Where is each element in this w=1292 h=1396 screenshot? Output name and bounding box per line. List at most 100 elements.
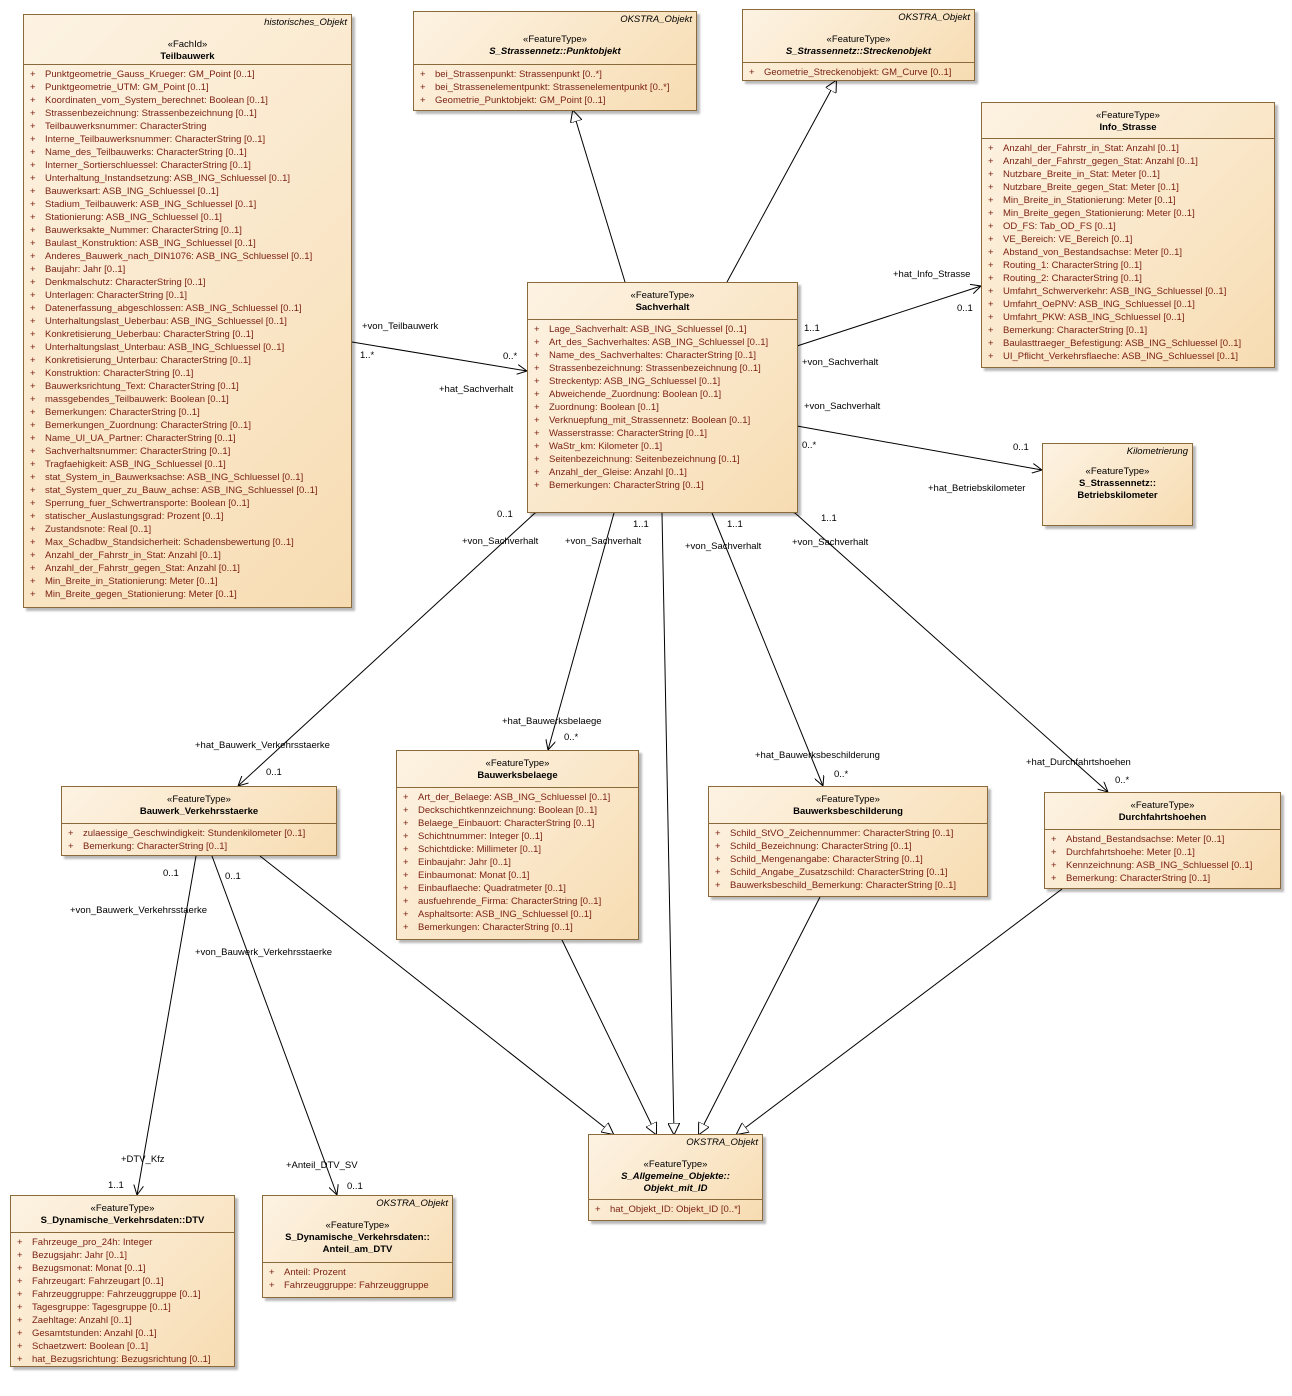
class-stereotype: «FeatureType»	[643, 1159, 708, 1170]
attribute-text: Schild_StVO_Zeichennummer: CharacterStri…	[730, 828, 954, 839]
class-name: Sachverhalt	[635, 302, 690, 313]
class-sachverhalt[interactable]: «FeatureType» Sachverhalt +Lage_Sachverh…	[527, 282, 798, 513]
visibility-marker: +	[988, 234, 994, 245]
class-bauwerksbelaege[interactable]: «FeatureType» Bauwerksbelaege +Art_der_B…	[396, 750, 639, 940]
class-anteil-am-dtv[interactable]: OKSTRA_Objekt «FeatureType» S_Dynamische…	[262, 1195, 453, 1298]
visibility-marker: +	[534, 454, 540, 465]
attribute-row: +Deckschichtkennzeichnung: Boolean [0..1…	[401, 804, 635, 817]
multiplicity-label: 0..1	[266, 767, 282, 778]
attribute-row: +Umfahrt_PKW: ASB_ING_Schluessel [0..1]	[986, 311, 1271, 324]
attribute-row: +Stationierung: ASB_ING_Schluessel [0..1…	[28, 211, 348, 224]
attribute-text: Wasserstrasse: CharacterString [0..1]	[549, 428, 708, 439]
class-name: S_Strassennetz::Streckenobjekt	[785, 46, 932, 57]
attribute-row: +Nutzbare_Breite_gegen_Stat: Meter [0..1…	[986, 181, 1271, 194]
class-betriebskilometer[interactable]: Kilometrierung «FeatureType» S_Strassenn…	[1042, 443, 1193, 526]
attribute-row: +UI_Pflicht_Verkehrsflaeche: ASB_ING_Sch…	[986, 350, 1271, 363]
attribute-text: Schild_Bezeichnung: CharacterString [0..…	[730, 841, 912, 852]
attribute-row: +Bauwerksakte_Nummer: CharacterString [0…	[28, 224, 348, 237]
attribute-row: +Abstand_von_Bestandsachse: Meter [0..1]	[986, 246, 1271, 259]
class-teilbauwerk[interactable]: historisches_Objekt «FachId» Teilbauwerk…	[23, 14, 352, 608]
role-label-von-sachverhalt: +von_Sachverhalt	[565, 536, 642, 547]
visibility-marker: +	[715, 880, 721, 891]
class-name: S_Strassennetz:: Betriebskilometer	[1077, 478, 1158, 501]
attribute-text: Baujahr: Jahr [0..1]	[45, 264, 126, 275]
visibility-marker: +	[30, 134, 36, 145]
attribute-text: Baulast_Konstruktion: ASB_ING_Schluessel…	[45, 238, 256, 249]
visibility-marker: +	[534, 376, 540, 387]
visibility-marker: +	[988, 286, 994, 297]
attribute-row: +Tragfaehigkeit: ASB_ING_Schluessel [0..…	[28, 458, 348, 471]
attribute-text: Seitenbezeichnung: Seitenbezeichnung [0.…	[549, 454, 740, 465]
attribute-row: +Unterhaltung_Instandsetzung: ASB_ING_Sc…	[28, 172, 348, 185]
attribute-row: +Schild_Mengenangabe: CharacterString [0…	[713, 853, 984, 866]
class-punktobjekt[interactable]: OKSTRA_Objekt «FeatureType» S_Strassenne…	[413, 11, 697, 111]
attribute-text: Bemerkung: CharacterString [0..1]	[1066, 873, 1211, 884]
role-label-anteil-dtv-sv: +Anteil_DTV_SV	[286, 1160, 358, 1171]
class-bauwerk-verkehrsstaerke[interactable]: «FeatureType» Bauwerk_Verkehrsstaerke +z…	[61, 786, 337, 856]
attribute-text: Bauwerksrichtung_Text: CharacterString […	[45, 381, 239, 392]
class-tag: Kilometrierung	[1126, 446, 1188, 457]
attribute-row: +Strassenbezeichnung: Strassenbezeichnun…	[28, 107, 348, 120]
visibility-marker: +	[1051, 834, 1057, 845]
attribute-row: +Anzahl_der_Gleise: Anzahl [0..1]	[532, 466, 794, 479]
attribute-text: bei_Strassenpunkt: Strassenpunkt [0..*]	[435, 69, 602, 80]
association-verkehrsstaerke-dtv	[137, 856, 196, 1195]
visibility-marker: +	[988, 156, 994, 167]
visibility-marker: +	[715, 841, 721, 852]
attribute-row: +Nutzbare_Breite_in_Stat: Meter [0..1]	[986, 168, 1271, 181]
visibility-marker: +	[30, 316, 36, 327]
attribute-text: Stadium_Teilbauwerk: ASB_ING_Schluessel …	[45, 199, 257, 210]
visibility-marker: +	[534, 363, 540, 374]
attribute-row: + Bezugsmonat: Monat [0..1]	[15, 1262, 231, 1275]
attribute-text: Tagesgruppe: Tagesgruppe [0..1]	[32, 1302, 171, 1313]
attribute-row: +Konkretisierung_Unterbau: CharacterStri…	[28, 354, 348, 367]
visibility-marker: +	[403, 870, 409, 881]
attribute-row: +Wasserstrasse: CharacterString [0..1]	[532, 427, 794, 440]
visibility-marker: +	[988, 182, 994, 193]
attribute-text: Anderes_Bauwerk_nach_DIN1076: ASB_ING_Sc…	[45, 251, 313, 262]
class-stereotype: «FeatureType»	[523, 34, 587, 45]
attribute-text: Abstand_Bestandsachse: Meter [0..1]	[1066, 834, 1225, 845]
attribute-text: Streckentyp: ASB_ING_Schluessel [0..1]	[549, 376, 721, 387]
attribute-list: +bei_Strassenpunkt: Strassenpunkt [0..*]…	[414, 65, 696, 110]
visibility-marker: +	[30, 563, 36, 574]
visibility-marker: +	[30, 251, 36, 262]
visibility-marker: +	[30, 121, 36, 132]
attribute-list: + Schild_StVO_Zeichennummer: CharacterStr…	[709, 824, 987, 895]
class-durchfahrtshoehen[interactable]: «FeatureType» Durchfahrtshoehen +Abstand…	[1044, 792, 1281, 889]
attribute-text: Min_Breite_gegen_Stationierung: Meter [0…	[45, 589, 237, 600]
attribute-text: Umfahrt_Schwerverkehr: ASB_ING_Schluesse…	[1003, 286, 1227, 297]
visibility-marker: +	[30, 589, 36, 600]
attribute-text: Interne_Teilbauwerksnummer: CharacterStr…	[45, 134, 266, 145]
class-objekt-mit-id[interactable]: OKSTRA_Objekt «FeatureType» S_Allgemeine…	[588, 1134, 763, 1221]
class-tag: OKSTRA_Objekt	[686, 1137, 758, 1148]
visibility-marker: +	[403, 857, 409, 868]
attribute-text: Baulasttraeger_Befestigung: ASB_ING_Schl…	[1003, 338, 1242, 349]
class-header: OKSTRA_Objekt «FeatureType» S_Strassenne…	[414, 12, 696, 65]
attribute-row: +Art_der_Belaege: ASB_ING_Schluessel [0.…	[401, 791, 635, 804]
attribute-text: Schaetzwert: Boolean [0..1]	[32, 1341, 149, 1352]
class-bauwerksbeschilderung[interactable]: «FeatureType» Bauwerksbeschilderung +Sch…	[708, 786, 988, 897]
attribute-text: Bezugsmonat: Monat [0..1]	[32, 1263, 146, 1274]
attribute-row: +Einbaujahr: Jahr [0..1]	[401, 856, 635, 869]
attribute-text: Strassenbezeichnung: Strassenbezeichnung…	[549, 363, 761, 374]
attribute-row: +Bauwerksbeschild_Bemerkung: CharacterSt…	[713, 879, 984, 892]
multiplicity-label: 0..1	[225, 871, 241, 882]
class-dtv[interactable]: «FeatureType» S_Dynamische_Verkehrsdaten…	[10, 1195, 235, 1367]
class-info-strasse[interactable]: «FeatureType» Info_Strasse +Anzahl_der_F…	[981, 102, 1275, 368]
attribute-list: +Fahrzeuge_pro_24h: Integer+Bezugsjahr: …	[11, 1233, 234, 1369]
class-streckenobjekt[interactable]: OKSTRA_Objekt «FeatureType» S_Strassenne…	[742, 9, 975, 81]
visibility-marker: +	[17, 1263, 23, 1274]
generalization-durchfahrt-objekt	[737, 888, 1063, 1134]
attribute-text: Bauwerksart: ASB_ING_Schluessel [0..1]	[45, 186, 219, 197]
attribute-text: ausfuehrende_Firma: CharacterString [0..…	[418, 896, 602, 907]
attribute-row: +zulaessige_Geschwindigkeit: Stundenkilo…	[66, 827, 333, 840]
role-label-hat-info-strasse: +hat_Info_Strasse	[893, 269, 971, 280]
attribute-text: Bemerkung: CharacterString [0..1]	[83, 841, 228, 852]
attribute-text: Name_des_Sachverhaltes: CharacterString …	[549, 350, 756, 361]
attribute-row: +Einbauflaeche: Quadratmeter [0..1]	[401, 882, 635, 895]
attribute-row: +hat_Bezugsrichtung: Bezugsrichtung [0..…	[15, 1353, 231, 1366]
visibility-marker: +	[30, 212, 36, 223]
role-label-hat-bauwerksbelaege: +hat_Bauwerksbelaege	[502, 716, 602, 727]
multiplicity-label: 0..1	[1013, 442, 1029, 453]
